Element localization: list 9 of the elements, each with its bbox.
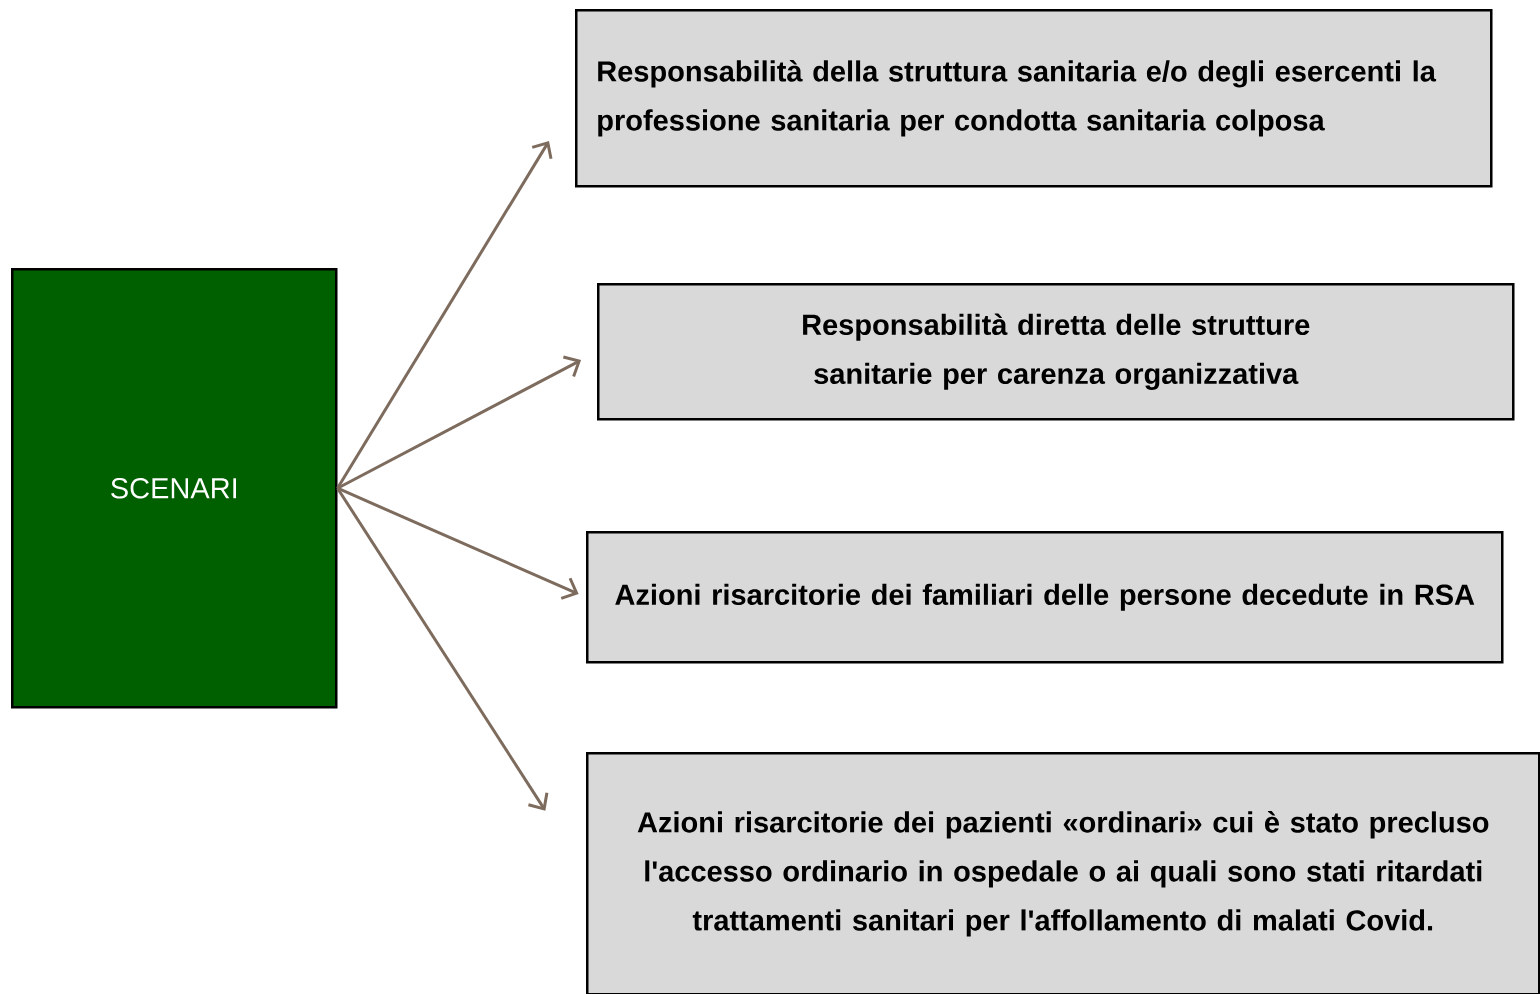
arrow bbox=[336, 486, 579, 600]
scenario-box: Azioni risarcitorie dei familiari delle persone decedute in RSA bbox=[586, 531, 1504, 664]
arrow bbox=[336, 487, 549, 811]
scenario-box: Responsabilità della struttura sanitaria e/o degli esercenti la professione sanitaria per condotta sanitaria colposa bbox=[575, 9, 1493, 188]
scenario-box: SCENARI bbox=[11, 268, 338, 709]
scenario-box: Responsabilità diretta delle strutture sanitarie per carenza organizzativa bbox=[597, 283, 1515, 421]
arrow bbox=[336, 355, 582, 490]
arrow bbox=[336, 140, 553, 490]
scenario-box: Azioni risarcitorie dei pazienti «ordinari» cui è stato precluso l'accesso ordinario in ospedale o ai quali sono stati ritardati trattamenti sanitari per l'affollamento di malati Covid. bbox=[586, 752, 1540, 994]
